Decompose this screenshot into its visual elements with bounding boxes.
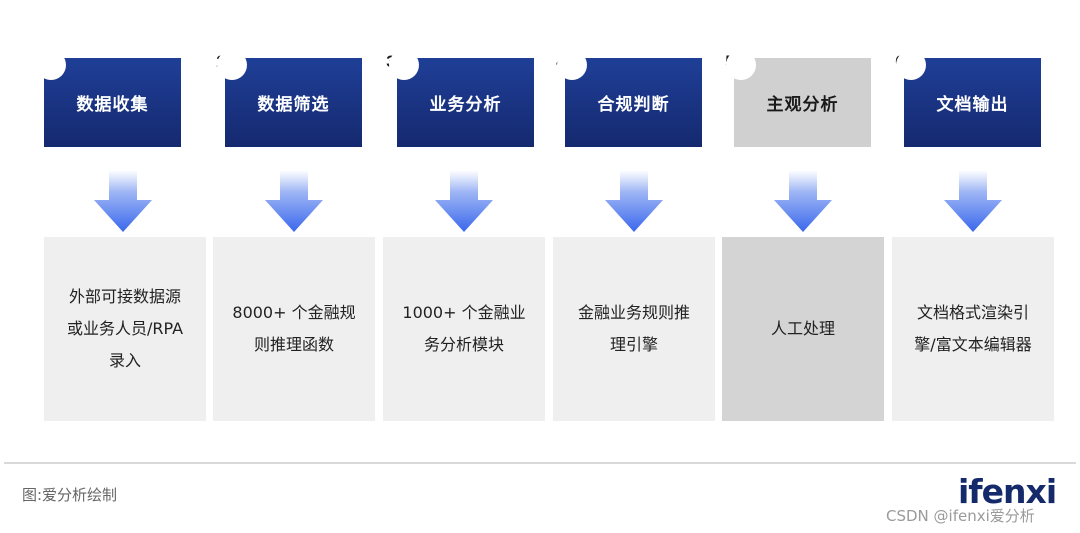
step-title-box: 数据筛选 xyxy=(217,50,362,147)
step-title-box: 主观分析 xyxy=(726,50,871,147)
step-description: 文档格式渲染引 擎/富文本编辑器 xyxy=(914,303,1032,354)
down-arrow-icon xyxy=(944,170,1002,232)
title-notch xyxy=(557,50,587,80)
step-title: 业务分析 xyxy=(429,95,502,115)
step-title: 数据筛选 xyxy=(257,95,330,115)
footer-divider xyxy=(4,462,1076,464)
down-arrow-icon xyxy=(774,170,832,232)
step-title-box: 业务分析 xyxy=(389,50,534,147)
step-description-box: 8000+ 个金融规 则推理函数 xyxy=(213,237,375,421)
step-title-box: 数据收集 xyxy=(36,50,181,147)
figure-caption: 图:爱分析绘制 xyxy=(22,486,118,504)
step-5: 5 主观分析 人工处理 xyxy=(722,0,887,430)
step-description: 外部可接数据源 或业务人员/RPA 录入 xyxy=(66,287,184,370)
down-arrow-icon xyxy=(265,170,323,232)
step-description: 人工处理 xyxy=(770,319,835,338)
title-notch xyxy=(389,50,419,80)
step-description: 金融业务规则推 理引擎 xyxy=(577,303,690,354)
step-description: 1000+ 个金融业 务分析模块 xyxy=(402,303,526,354)
title-notch xyxy=(217,50,247,80)
ifenxi-logo: ifenxi xyxy=(958,472,1057,511)
step-description-box: 金融业务规则推 理引擎 xyxy=(553,237,715,421)
watermark-text: CSDN @ifenxi爱分析 xyxy=(886,507,1035,525)
step-description-box: 外部可接数据源 或业务人员/RPA 录入 xyxy=(44,237,206,421)
step-6: 6 文档输出 文档格式渲染引 擎/富文本编辑器 xyxy=(892,0,1057,430)
step-title: 主观分析 xyxy=(766,95,839,115)
title-notch xyxy=(726,50,756,80)
step-title: 数据收集 xyxy=(76,95,149,115)
step-1: 1 数据收集 外部可接数据源 或业务人员/RPA 录入 xyxy=(36,0,209,430)
title-notch xyxy=(36,50,66,80)
title-notch xyxy=(896,50,926,80)
down-arrow-icon xyxy=(435,170,493,232)
step-description: 8000+ 个金融规 则推理函数 xyxy=(232,303,356,354)
step-title-box: 合规判断 xyxy=(557,50,702,147)
step-4: 4 合规判断 金融业务规则推 理引擎 xyxy=(553,0,718,430)
step-title-box: 文档输出 xyxy=(896,50,1041,147)
step-3: 3 业务分析 1000+ 个金融业 务分析模块 xyxy=(383,0,548,430)
down-arrow-icon xyxy=(94,170,152,232)
down-arrow-icon xyxy=(605,170,663,232)
step-description-box: 人工处理 xyxy=(722,237,884,421)
step-description-box: 1000+ 个金融业 务分析模块 xyxy=(383,237,545,421)
step-2: 2 数据筛选 8000+ 个金融规 则推理函数 xyxy=(213,0,378,430)
step-title: 合规判断 xyxy=(597,95,670,115)
step-title: 文档输出 xyxy=(936,95,1009,115)
step-description-box: 文档格式渲染引 擎/富文本编辑器 xyxy=(892,237,1054,421)
